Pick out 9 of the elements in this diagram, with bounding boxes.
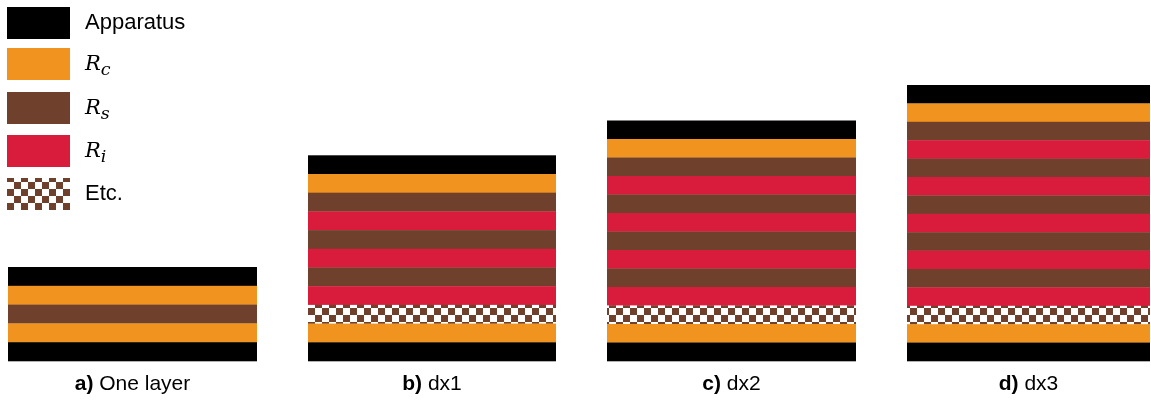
legend-label: R$_{c}$ bbox=[85, 50, 111, 82]
panel-caption: d) dx3 bbox=[997, 371, 1060, 395]
panel-caption: a) One layer bbox=[73, 371, 192, 395]
panel-caption: c) dx2 bbox=[701, 371, 762, 395]
legend-label: R$_{s}$ bbox=[85, 94, 110, 126]
panel-caption: b) dx1 bbox=[401, 371, 463, 395]
legend-label: Etc. bbox=[85, 179, 123, 207]
legend-label: Apparatus bbox=[85, 8, 186, 36]
legend-label: R$_{i}$ bbox=[85, 137, 107, 169]
